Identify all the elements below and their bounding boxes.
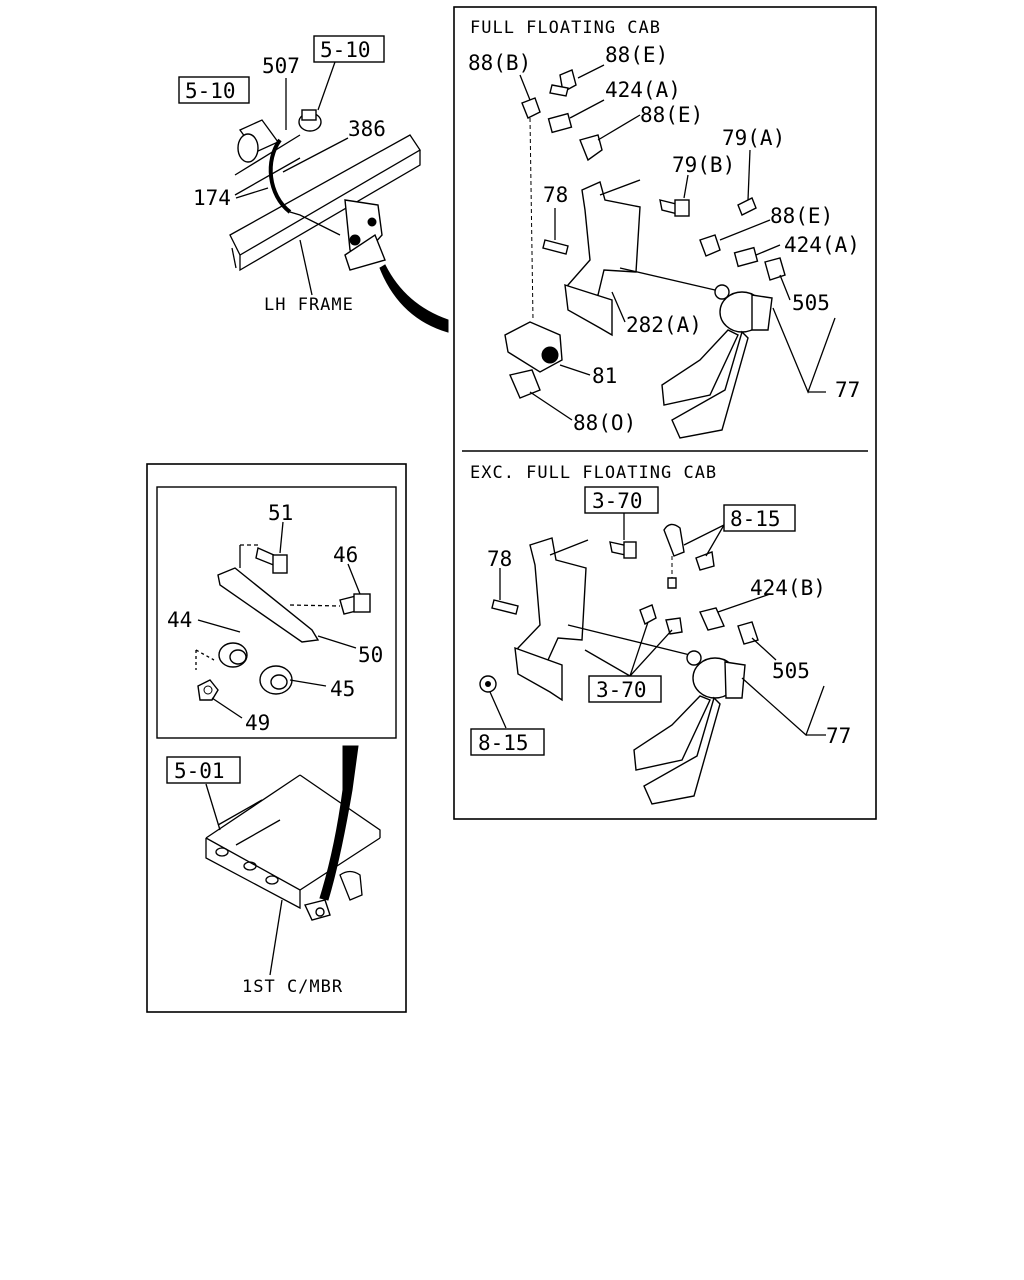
inset-horn-detail bbox=[156, 486, 397, 739]
label-81: 81 bbox=[592, 364, 617, 388]
label-79a: 79(A) bbox=[722, 126, 785, 150]
label-50: 50 bbox=[358, 643, 383, 667]
ref-box-8-15-lower bbox=[470, 728, 545, 756]
ref-8-15-upper: 8-15 bbox=[730, 507, 781, 531]
right-detail-panel bbox=[453, 6, 877, 820]
label-282a: 282(A) bbox=[626, 313, 702, 337]
full-floating-cab-assembly bbox=[504, 64, 836, 439]
label-88e-1: 88(E) bbox=[605, 43, 668, 67]
label-505-exc: 505 bbox=[772, 659, 810, 683]
label-174: 174 bbox=[193, 186, 231, 210]
label-77-exc: 77 bbox=[826, 724, 851, 748]
ref-5-10-upper: 5-10 bbox=[320, 38, 371, 62]
label-88e-2: 88(E) bbox=[640, 103, 703, 127]
label-46: 46 bbox=[333, 543, 358, 567]
inset-horn-assembly bbox=[195, 521, 371, 719]
ref-3-70-upper: 3-70 bbox=[592, 489, 643, 513]
label-88b: 88(B) bbox=[468, 51, 531, 75]
label-78-full: 78 bbox=[543, 183, 568, 207]
label-77-full: 77 bbox=[835, 378, 860, 402]
label-424b: 424(B) bbox=[750, 576, 826, 600]
label-505-full: 505 bbox=[792, 291, 830, 315]
label-88o: 88(O) bbox=[573, 411, 636, 435]
ref-box-5-01 bbox=[166, 756, 241, 784]
label-507: 507 bbox=[262, 54, 300, 78]
label-78-exc: 78 bbox=[487, 547, 512, 571]
title-exc-full-floating-cab: EXC. FULL FLOATING CAB bbox=[470, 463, 717, 483]
label-386: 386 bbox=[348, 117, 386, 141]
ref-5-10-lower: 5-10 bbox=[185, 79, 236, 103]
ref-3-70-lower: 3-70 bbox=[596, 678, 647, 702]
exc-full-floating-cab-assembly bbox=[479, 512, 826, 805]
label-45: 45 bbox=[330, 677, 355, 701]
lh-frame-overview bbox=[229, 61, 449, 333]
ref-8-15-lower: 8-15 bbox=[478, 731, 529, 755]
label-424a-2: 424(A) bbox=[784, 233, 860, 257]
ref-box-3-70-upper bbox=[584, 486, 659, 514]
label-424a-1: 424(A) bbox=[605, 78, 681, 102]
cross-member-overview bbox=[205, 745, 381, 976]
ref-box-5-10-upper bbox=[313, 35, 385, 63]
ref-5-01: 5-01 bbox=[174, 759, 225, 783]
label-44: 44 bbox=[167, 608, 192, 632]
label-1st-c-mbr: 1ST C/MBR bbox=[242, 977, 343, 997]
label-49: 49 bbox=[245, 711, 270, 735]
ref-box-8-15-upper bbox=[723, 504, 796, 532]
title-full-floating-cab: FULL FLOATING CAB bbox=[470, 18, 661, 38]
label-79b: 79(B) bbox=[672, 153, 735, 177]
left-detail-panel bbox=[146, 463, 407, 1013]
label-lh-frame: LH FRAME bbox=[264, 295, 354, 315]
label-51: 51 bbox=[268, 501, 293, 525]
label-88e-3: 88(E) bbox=[770, 204, 833, 228]
ref-box-3-70-lower bbox=[588, 675, 662, 703]
ref-box-5-10-lower bbox=[178, 76, 250, 104]
